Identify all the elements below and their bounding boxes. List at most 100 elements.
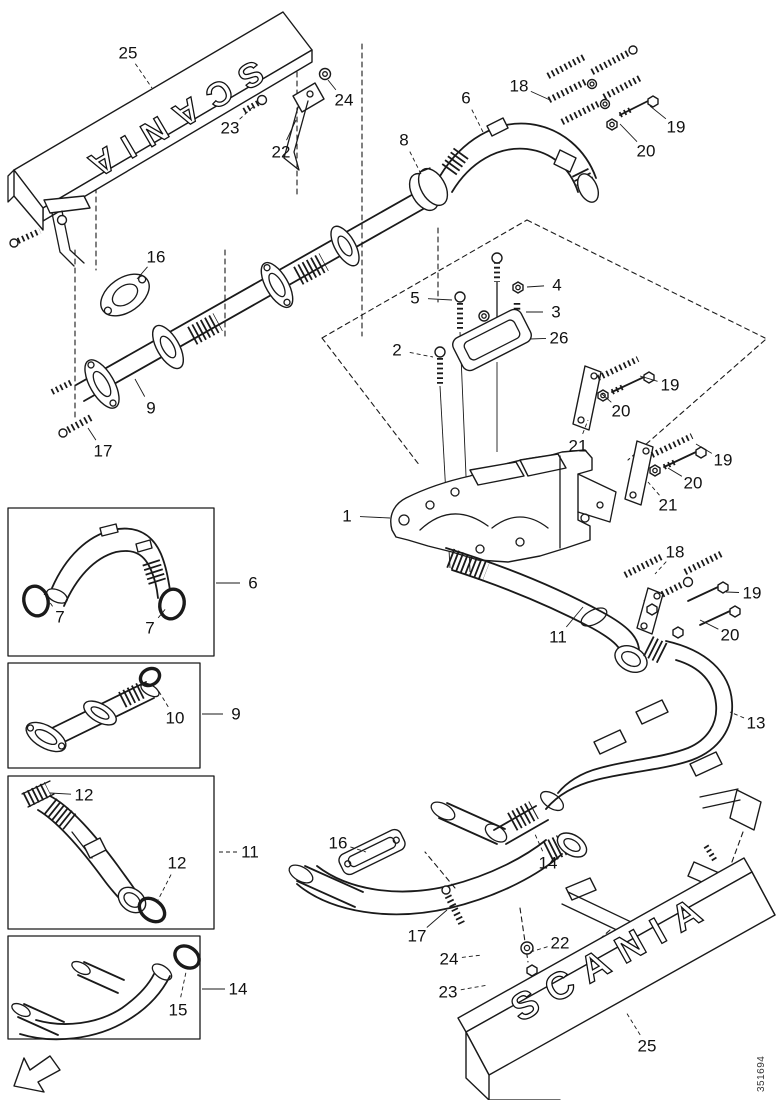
leader-line-19 (695, 443, 713, 454)
callout-21: 21 (659, 496, 678, 515)
leader-line-10 (157, 689, 169, 708)
leader-line-6 (471, 109, 485, 135)
callout-2: 2 (392, 341, 401, 360)
bolt-19-b (662, 446, 707, 470)
bolt-19-c (687, 581, 741, 626)
callout-24: 24 (335, 91, 354, 110)
leader-line-22 (286, 119, 297, 141)
leader-line-1 (359, 516, 391, 519)
leader-line-15 (180, 971, 187, 998)
callout-6: 6 (461, 89, 470, 108)
callout-12: 12 (168, 854, 187, 873)
callout-19: 19 (661, 376, 680, 395)
callout-9: 9 (146, 399, 155, 418)
leader-line-12 (157, 874, 172, 901)
inset-box-9 (7, 662, 201, 769)
callout-13: 13 (747, 714, 766, 733)
leader-line-7 (43, 593, 53, 607)
callout-17: 17 (94, 442, 113, 461)
callout-23: 23 (439, 983, 458, 1002)
callout-22: 22 (551, 934, 570, 953)
nut-4 (512, 281, 524, 294)
heat-shield-bottom: SCANIA (457, 857, 776, 1100)
bracket-22-top (283, 82, 325, 171)
callout-24: 24 (440, 950, 459, 969)
leader-line-17 (426, 909, 448, 928)
drawing-number: 351694 (756, 1056, 767, 1092)
bracket-1 (390, 449, 617, 563)
nut-20-top (606, 118, 618, 131)
stud-17-bottom (441, 885, 466, 926)
washer-24-top (318, 67, 332, 81)
callout-17: 17 (408, 927, 427, 946)
leader-line-21 (647, 481, 660, 496)
callout-20: 20 (637, 142, 656, 161)
callout-11: 11 (241, 843, 259, 862)
clamp-8 (408, 167, 449, 212)
bolt-2 (434, 346, 446, 384)
leader-line-13 (729, 711, 745, 719)
callout-21: 21 (569, 437, 588, 456)
leader-line-4 (526, 285, 545, 288)
leader-line-17 (87, 427, 97, 441)
o-ring-7a (22, 584, 50, 618)
callout-3: 3 (551, 303, 560, 322)
inset-box-11 (7, 775, 215, 930)
stud-kit-18-top (546, 45, 642, 125)
nut-20-c (646, 603, 684, 639)
callout-11: 11 (549, 628, 567, 647)
leader-line-20 (601, 393, 612, 403)
leader-line-7 (157, 606, 168, 619)
callout-19: 19 (667, 118, 686, 137)
callout-25: 25 (638, 1037, 657, 1056)
callout-16: 16 (147, 248, 166, 267)
leader-line-11 (565, 606, 584, 628)
o-ring-12b (137, 896, 167, 924)
elbow-pipe-6 (439, 117, 600, 203)
leader-line-5 (427, 298, 453, 301)
leader-line-12 (49, 792, 72, 795)
callout-14: 14 (539, 854, 558, 873)
o-ring-7b (158, 587, 186, 621)
leader-line-16 (136, 266, 148, 280)
washer-24-bottom (520, 941, 534, 955)
callout-6: 6 (248, 574, 257, 593)
callout-8: 8 (399, 131, 408, 150)
o-ring-15 (173, 944, 201, 970)
leader-line-20 (619, 123, 638, 142)
leader-line-18 (530, 90, 551, 101)
callout-10: 10 (166, 709, 185, 728)
callout-7: 7 (145, 619, 154, 638)
callout-19: 19 (743, 584, 762, 603)
leader-line-18 (654, 561, 667, 575)
callout-18: 18 (510, 77, 529, 96)
callout-14: 14 (229, 980, 248, 999)
bracket-strap-left (9, 195, 91, 267)
gasket-16 (100, 273, 150, 317)
bolt-19-top (618, 95, 659, 118)
callout-20: 20 (721, 626, 740, 645)
callout-23: 23 (221, 119, 240, 138)
leader-line-14 (533, 831, 544, 852)
leader-line-21 (582, 419, 589, 435)
pipe-13 (484, 636, 733, 845)
leader-line-19 (725, 591, 740, 593)
callout-numbers: 2523242218681920165432629171920211920211… (55, 44, 765, 1056)
callout-18: 18 (666, 543, 685, 562)
callout-22: 22 (272, 143, 291, 162)
stud-17-top (50, 379, 94, 438)
clamp-21-a (572, 356, 640, 431)
leader-line-20 (699, 619, 719, 630)
callout-20: 20 (612, 402, 631, 421)
callout-25: 25 (119, 44, 138, 63)
leader-line-22 (529, 946, 548, 953)
callout-16: 16 (329, 834, 348, 853)
leader-lines (43, 63, 745, 1036)
leader-line-9 (134, 378, 146, 397)
leader-line-19 (639, 375, 658, 382)
leader-line-25 (134, 63, 153, 89)
clamp-21-b (624, 433, 694, 506)
washer-pair (478, 310, 490, 322)
callout-26: 26 (550, 329, 569, 348)
